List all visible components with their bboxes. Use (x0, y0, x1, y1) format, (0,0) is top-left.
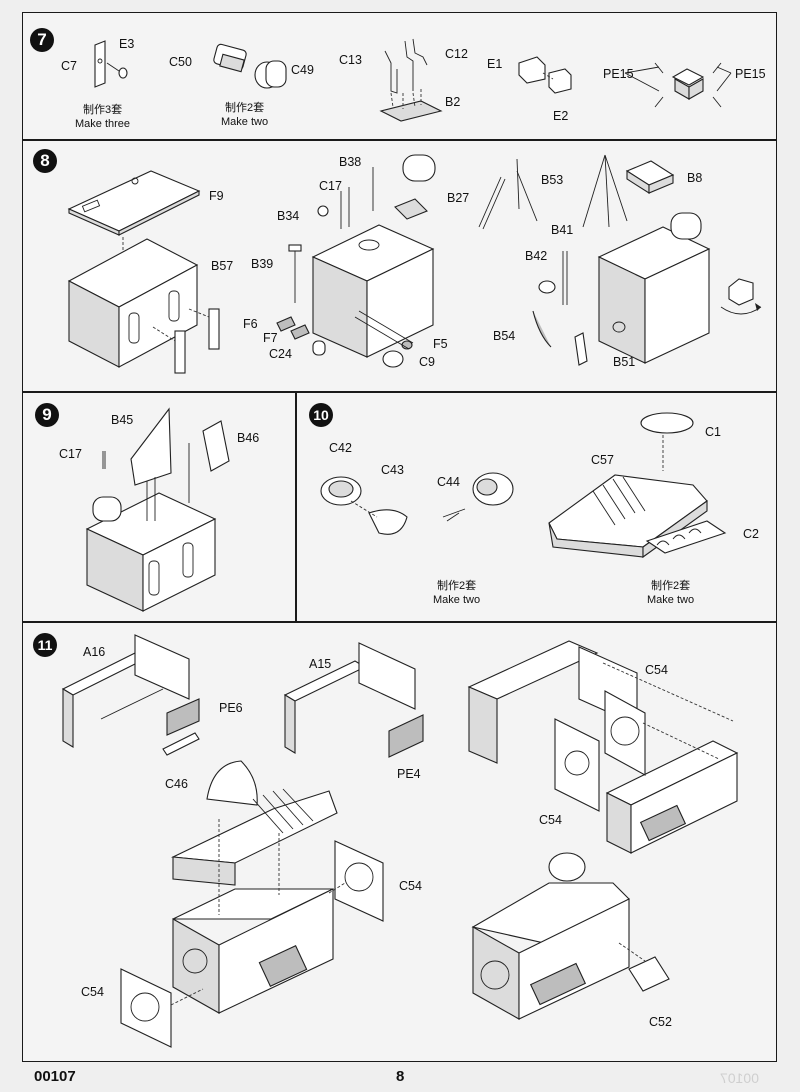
label-pe6: PE6 (219, 701, 243, 715)
label-c54-bottom: C54 (81, 985, 104, 999)
label-c54-mid: C54 (539, 813, 562, 827)
label-c17: C17 (319, 179, 342, 193)
label-a15: A15 (309, 657, 332, 671)
label-pe15-left: PE15 (603, 67, 634, 81)
note-cn: 制作2套 (650, 580, 691, 592)
step-number: 10 (309, 403, 333, 427)
note-make-two: 制作2套 Make two (221, 101, 268, 129)
label-b38: B38 (339, 155, 362, 169)
label-c13: C13 (339, 53, 362, 67)
label-f6: F6 (243, 317, 258, 331)
step-7-panel: 7 C7 E3 C50 C49 C13 C12 B2 E1 E2 PE15 PE… (22, 12, 777, 140)
step-7-artwork (94, 38, 732, 122)
step-9-artwork (85, 407, 230, 612)
label-c24: C24 (269, 347, 292, 361)
label-c1: C1 (705, 425, 721, 439)
label-c54-top: C54 (645, 663, 668, 677)
label-c52: C52 (649, 1015, 672, 1029)
label-b27: B27 (447, 191, 470, 205)
label-b45: B45 (111, 413, 134, 427)
step-number: 9 (35, 403, 59, 427)
label-b46: B46 (237, 431, 260, 445)
label-e2: E2 (553, 109, 569, 123)
label-c57: C57 (591, 453, 614, 467)
page-number: 8 (396, 1068, 405, 1085)
label-c44: C44 (437, 475, 460, 489)
note-make-three: 制作3套 Make three (75, 103, 130, 131)
label-b39: B39 (251, 257, 274, 271)
label-b54: B54 (493, 329, 516, 343)
label-f5: F5 (433, 337, 448, 351)
label-e3: E3 (119, 37, 135, 51)
label-a16: A16 (83, 645, 106, 659)
step-number: 11 (33, 633, 57, 657)
note-make-two-2: 制作2套 Make two (647, 579, 694, 607)
step-8-panel: 8 F9 B57 B38 C17 B34 B39 F6 F7 C24 F5 C9… (22, 140, 777, 392)
step-9-panel: 9 B45 B46 C17 (22, 392, 296, 622)
label-b41: B41 (551, 223, 574, 237)
label-c7: C7 (61, 59, 77, 73)
label-pe15-right: PE15 (735, 67, 766, 81)
label-c12: C12 (445, 47, 468, 61)
note-en: Make two (433, 594, 481, 606)
label-c42: C42 (329, 441, 352, 455)
label-b57: B57 (211, 259, 234, 273)
step-number: 7 (30, 28, 54, 52)
step-number: 8 (33, 149, 57, 173)
catalog-number: 00107 (34, 1068, 76, 1085)
label-f7: F7 (263, 331, 278, 345)
label-b53: B53 (541, 173, 564, 187)
label-c54-right: C54 (399, 879, 422, 893)
label-c9: C9 (419, 355, 435, 369)
label-c17: C17 (59, 447, 82, 461)
label-c49: C49 (291, 63, 314, 77)
label-b51: B51 (613, 355, 636, 369)
step-10-artwork (320, 412, 727, 559)
label-c46: C46 (165, 777, 188, 791)
label-pe4: PE4 (397, 767, 421, 781)
label-b8: B8 (687, 171, 703, 185)
note-en: Make three (75, 118, 131, 130)
step-10-panel: 10 C42 C43 C44 C1 C57 C2 制作2套 Make two 制… (296, 392, 777, 622)
label-c2: C2 (743, 527, 759, 541)
label-b42: B42 (525, 249, 548, 263)
note-cn: 制作3套 (82, 104, 123, 116)
label-b34: B34 (277, 209, 300, 223)
step-11-panel: 11 A16 PE6 C46 A15 PE4 C54 C54 C54 C54 C… (22, 622, 777, 1062)
bleed-through-catalog-number: 00107 (720, 1070, 759, 1086)
step-11-artwork (61, 634, 739, 1048)
label-c50: C50 (169, 55, 192, 69)
label-b2: B2 (445, 95, 461, 109)
label-e1: E1 (487, 57, 503, 71)
label-f9: F9 (209, 189, 224, 203)
label-c43: C43 (381, 463, 404, 477)
note-cn: 制作2套 (436, 580, 477, 592)
note-cn: 制作2套 (224, 102, 265, 114)
note-en: Make two (647, 594, 695, 606)
note-make-two-1: 制作2套 Make two (433, 579, 480, 607)
note-en: Make two (221, 116, 269, 128)
step-8-artwork (67, 154, 762, 374)
